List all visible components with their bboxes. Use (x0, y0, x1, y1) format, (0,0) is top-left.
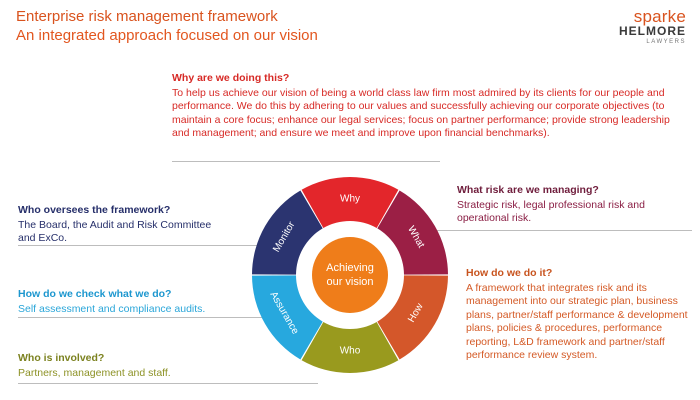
sparke-helmore-logo: sparke HELMORE LAWYERS (619, 8, 686, 45)
what-divider (400, 230, 692, 231)
wheel-segment-who (301, 321, 399, 373)
how-heading: How do we do it? (466, 267, 553, 279)
what-body: Strategic risk, legal professional risk … (457, 198, 645, 225)
involved-divider (18, 383, 318, 384)
wheel-segment-why (301, 177, 399, 229)
wheel-segment-how (377, 275, 448, 360)
wheel-label-why: Why (340, 194, 360, 205)
page-title: Enterprise risk management framework (16, 8, 278, 25)
involved-block: Who is involved? Partners, management an… (18, 352, 248, 380)
logo-line2: HELMORE (619, 24, 686, 38)
logo-line3: LAWYERS (646, 39, 686, 45)
wheel-segment-assurance (252, 275, 323, 360)
why-block: Why are we doing this? To help us achiev… (172, 72, 670, 141)
check-body: Self assessment and compliance audits. (18, 302, 206, 315)
how-body: A framework that integrates risk and its… (466, 281, 688, 362)
involved-body: Partners, management and staff. (18, 366, 171, 379)
involved-heading: Who is involved? (18, 352, 105, 364)
what-block: What risk are we managing? Strategic ris… (457, 184, 692, 226)
center-label-line1: Achieving (326, 262, 374, 274)
wheel-segment-monitor (252, 190, 323, 275)
oversee-body: The Board, the Audit and Risk Committee … (18, 218, 212, 245)
why-body: To help us achieve our vision of being a… (172, 86, 670, 140)
why-divider (172, 161, 440, 162)
why-heading: Why are we doing this? (172, 72, 290, 84)
oversee-heading: Who oversees the framework? (18, 204, 171, 216)
wheel-segment-what (377, 190, 448, 275)
center-circle (312, 237, 388, 313)
check-block: How do we check what we do? Self assessm… (18, 288, 248, 316)
wheel-label-who: Who (340, 346, 361, 357)
page-subtitle: An integrated approach focused on our vi… (16, 27, 318, 44)
what-heading: What risk are we managing? (457, 184, 599, 196)
check-heading: How do we check what we do? (18, 288, 172, 300)
center-label-line2: our vision (326, 276, 373, 288)
logo-line1: sparke (633, 7, 686, 26)
oversee-divider (18, 245, 270, 246)
oversee-block: Who oversees the framework? The Board, t… (18, 204, 218, 246)
check-divider (18, 317, 288, 318)
how-block: How do we do it? A framework that integr… (466, 267, 696, 363)
